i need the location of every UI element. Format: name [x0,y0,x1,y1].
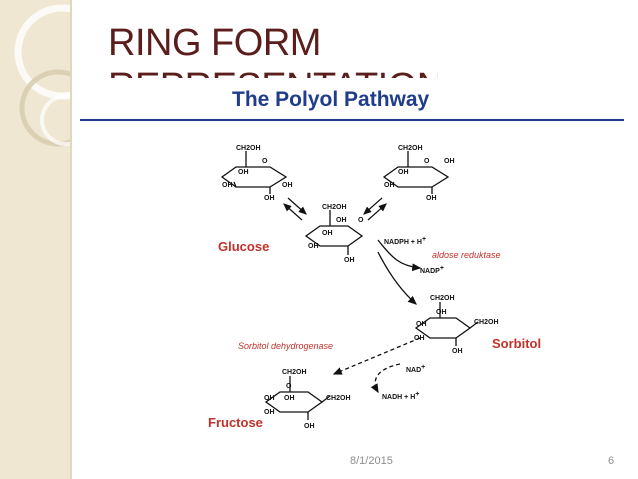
chain-oh3: OH [308,243,319,250]
pathway-title: The Polyol Pathway [232,88,430,111]
decorative-side-band [0,0,70,479]
glucose-left-oh2: OH [222,182,233,189]
cofactor-nadp: NADP+ [420,265,444,275]
chain-ch2oh: CH2OH [322,204,347,211]
glucose-left-ch2oh: CH2OH [236,145,261,152]
nad-reduction-arrow [370,363,401,394]
chain-oh4: OH [344,257,355,264]
enzyme-aldose-reductase: aldose reduktase [432,250,501,260]
label-fructose: Fructose [208,415,263,430]
pathway-title-rule [80,119,624,121]
equilibrium-arrow-left-forward [287,197,307,215]
enzyme-sorbitol-dehydrogenase: Sorbitol dehydrogenase [238,341,333,351]
equilibrium-arrow-right-back [367,203,387,221]
glucose-left-oh4: OH [264,195,275,202]
sorbitol-oh3: OH [414,335,425,342]
slide-title-line-1: RING FORM [108,22,321,64]
glucose-left-oh3: OH [282,182,293,189]
fructose-ch2oh: CH2OH [282,369,307,376]
footer-date: 8/1/2015 [350,455,393,467]
sorbitol-dehydrogenase-arrow [332,337,421,375]
footer-page-number: 6 [608,455,615,467]
glucose-left-o: O [262,158,268,165]
nadph-consumption-arrow [377,239,422,272]
chain-oh1: OH [336,217,347,224]
sorbitol-ch2oh2: CH2OH [474,319,499,326]
glucose-left-oh1: OH [238,169,249,176]
glucose-right-oh2: OH [398,169,409,176]
label-glucose: Glucose [218,239,269,254]
fructose-ch2oh2: CH2OH [326,395,351,402]
glucose-right-oh3: OH [384,182,395,189]
equilibrium-arrow-left-back [283,203,303,221]
chain-oh2: OH [322,230,333,237]
glucose-right-oh1: OH [444,158,455,165]
cofactor-nad: NAD+ [406,364,425,374]
fructose-oh3: OH [264,409,275,416]
sorbitol-ch2oh: CH2OH [430,295,455,302]
sorbitol-oh4: OH [452,348,463,355]
sorbitol-oh1: OH [436,309,447,316]
side-divider [70,0,72,479]
glucose-right-o: O [424,158,430,165]
cofactor-nadph: NADPH + H+ [384,236,426,246]
decorative-arcs [14,4,70,147]
label-sorbitol: Sorbitol [492,336,541,351]
sorbitol-oh2: OH [416,321,427,328]
fructose-oh1: OH [264,395,275,402]
aldose-reaction-arrow [377,251,417,305]
title-overlay-box [100,78,520,102]
fructose-o: O [286,383,292,390]
cofactor-nadh: NADH + H+ [382,391,419,401]
glucose-right-oh4: OH [426,195,437,202]
glucose-right-ch2oh: CH2OH [398,145,423,152]
equilibrium-arrow-right-forward [363,197,383,215]
fructose-oh2: OH [284,395,295,402]
chain-o: O [358,217,364,224]
fructose-oh4: OH [304,423,315,430]
